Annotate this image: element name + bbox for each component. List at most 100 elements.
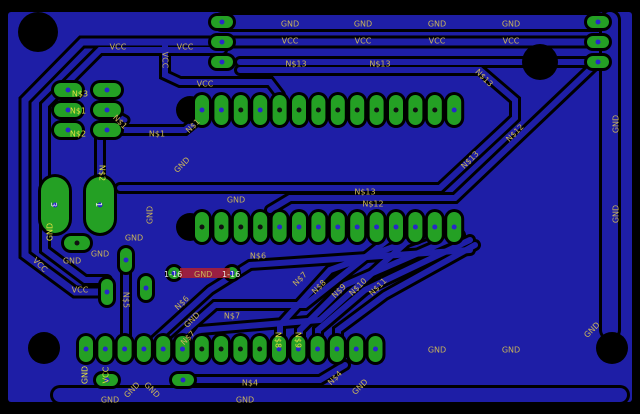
drill-hole xyxy=(295,346,301,352)
net-label: VCC xyxy=(72,286,89,295)
drill-hole xyxy=(238,107,244,113)
net-label: N$13 xyxy=(369,60,390,69)
drill-hole xyxy=(141,346,147,352)
net-label: N$13 xyxy=(354,188,375,197)
big-pad-left-label: 3 xyxy=(49,202,58,207)
drill-hole xyxy=(277,107,283,113)
drill-hole xyxy=(65,107,71,113)
net-label: VCC xyxy=(355,37,372,46)
net-label: GND xyxy=(354,20,372,29)
net-label: GND xyxy=(612,115,621,133)
drill-hole xyxy=(334,346,340,352)
trace xyxy=(162,42,283,98)
drill-hole xyxy=(52,202,58,208)
drill-hole xyxy=(412,224,418,230)
net-label: GND xyxy=(101,396,119,405)
net-label: N$2 xyxy=(98,165,107,181)
trace xyxy=(267,59,601,213)
drill-hole xyxy=(74,240,80,246)
drill-hole xyxy=(83,346,89,352)
trace xyxy=(180,362,348,383)
net-label: N$1 xyxy=(70,107,86,116)
drill-hole xyxy=(354,107,360,113)
drill-hole xyxy=(199,224,205,230)
drill-hole xyxy=(238,224,244,230)
drill-hole xyxy=(374,224,380,230)
drill-hole xyxy=(104,289,110,295)
drill-hole xyxy=(65,87,71,93)
net-label: VCC xyxy=(503,37,520,46)
net-label: N$1 xyxy=(149,130,165,139)
drill-hole xyxy=(104,107,110,113)
drill-hole xyxy=(229,270,235,276)
drill-hole xyxy=(199,107,205,113)
drill-hole xyxy=(180,377,186,383)
net-label: GND xyxy=(502,20,520,29)
drill-hole xyxy=(277,224,283,230)
drill-hole xyxy=(354,224,360,230)
drill-hole xyxy=(199,346,205,352)
net-label: GND xyxy=(46,223,55,241)
drill-hole xyxy=(595,59,601,65)
drill-hole xyxy=(412,107,418,113)
mounting-hole xyxy=(28,332,60,364)
mounting-holes xyxy=(18,12,628,364)
drill-hole xyxy=(218,107,224,113)
pads xyxy=(38,13,612,389)
drill-hole xyxy=(595,19,601,25)
drill-hole xyxy=(393,107,399,113)
net-label: N$2 xyxy=(70,130,86,139)
net-label: VCC xyxy=(177,43,194,52)
drill-hole xyxy=(104,127,110,133)
net-label: VCC xyxy=(161,52,170,69)
mounting-hole xyxy=(18,12,58,52)
drill-hole xyxy=(237,346,243,352)
drill-hole xyxy=(257,346,263,352)
drill-hole xyxy=(160,346,166,352)
drill-hole xyxy=(393,224,399,230)
net-label: VCC xyxy=(197,80,214,89)
drill-hole xyxy=(595,39,601,45)
drill-hole xyxy=(123,257,129,263)
drill-hole xyxy=(219,59,225,65)
drill-hole xyxy=(432,107,438,113)
drill-hole xyxy=(315,346,321,352)
mounting-hole xyxy=(522,44,558,80)
net-label: N$12 xyxy=(362,200,383,209)
net-label: VCC xyxy=(110,43,127,52)
copper-pour xyxy=(8,12,632,402)
drill-hole xyxy=(315,224,321,230)
net-label: N$13 xyxy=(285,60,306,69)
drill-hole xyxy=(374,107,380,113)
net-label: VCC xyxy=(282,37,299,46)
net-label: GND xyxy=(81,366,90,384)
net-label: VCC xyxy=(102,366,111,383)
jumper-right-label: 1-16 xyxy=(222,270,240,279)
drill-hole xyxy=(257,107,263,113)
drill-hole xyxy=(335,224,341,230)
drill-hole xyxy=(219,19,225,25)
gnd-jumper-bar xyxy=(180,268,230,278)
drill-hole xyxy=(97,202,103,208)
net-label: GND xyxy=(146,206,155,224)
drill-hole xyxy=(143,285,149,291)
drill-hole xyxy=(335,107,341,113)
drill-hole xyxy=(122,346,128,352)
drill-hole xyxy=(180,346,185,352)
net-label: N$6 xyxy=(250,252,266,261)
net-label: GND xyxy=(125,234,143,243)
mounting-hole xyxy=(596,332,628,364)
net-label: GND xyxy=(227,196,245,205)
drill-hole xyxy=(276,346,282,352)
net-label: GND xyxy=(428,20,446,29)
jumper-net-label: GND xyxy=(194,270,212,279)
drill-hole xyxy=(104,377,110,383)
net-label: N$8 xyxy=(274,332,283,348)
drill-hole xyxy=(432,224,438,230)
net-label: GND xyxy=(428,346,446,355)
net-label: VCC xyxy=(429,37,446,46)
net-label: N$9 xyxy=(294,332,303,348)
drill-hole xyxy=(219,39,225,45)
